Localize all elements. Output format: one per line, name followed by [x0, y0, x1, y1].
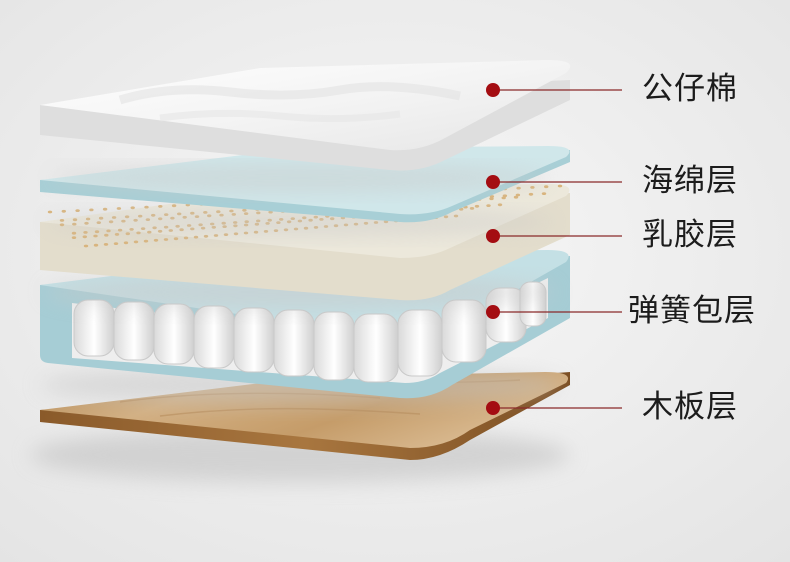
- marker-spring: [486, 305, 500, 319]
- latex-hole: [47, 210, 53, 214]
- latex-hole: [489, 195, 495, 198]
- latex-hole: [93, 234, 98, 238]
- latex-hole: [544, 185, 549, 189]
- latex-hole: [203, 234, 209, 238]
- latex-hole: [501, 196, 506, 200]
- latex-hole: [93, 243, 99, 247]
- latex-hole: [153, 238, 159, 242]
- latex-hole: [103, 243, 109, 246]
- latex-hole: [183, 236, 189, 240]
- latex-hole: [102, 207, 108, 211]
- latex-hole: [474, 204, 480, 208]
- latex-hole: [133, 240, 139, 244]
- label-padding: 公仔棉: [642, 71, 738, 107]
- latex-hole: [486, 204, 491, 208]
- latex-hole: [171, 204, 177, 208]
- latex-hole: [113, 242, 119, 246]
- latex-hole: [516, 186, 521, 190]
- latex-hole: [89, 208, 94, 212]
- latex-hole: [143, 239, 149, 243]
- latex-hole: [557, 184, 563, 188]
- latex-hole: [130, 206, 135, 210]
- marker-board: [486, 401, 500, 415]
- marker-latex: [486, 229, 500, 243]
- latex-hole: [61, 209, 66, 213]
- latex-hole: [513, 195, 519, 199]
- latex-hole: [497, 203, 503, 207]
- latex-hole: [163, 238, 169, 241]
- latex-hole: [123, 241, 129, 245]
- label-spring: 弹簧包层: [628, 293, 756, 329]
- leader-lines: [486, 83, 622, 415]
- latex-hole: [82, 235, 88, 239]
- latex-hole: [83, 231, 88, 234]
- marker-sponge: [486, 175, 500, 189]
- latex-hole: [104, 233, 109, 237]
- latex-hole: [173, 237, 179, 241]
- latex-hole: [125, 232, 130, 236]
- latex-hole: [469, 207, 475, 210]
- latex-hole: [144, 205, 149, 209]
- latex-hole: [530, 186, 535, 189]
- latex-hole: [116, 207, 122, 210]
- latex-hole: [528, 192, 534, 196]
- latex-hole: [515, 193, 521, 197]
- label-sponge: 海绵层: [642, 163, 738, 199]
- latex-hole: [489, 197, 494, 201]
- latex-hole: [75, 209, 80, 213]
- spring-coils: [73, 281, 547, 383]
- label-latex: 乳胶层: [642, 217, 738, 253]
- latex-hole: [83, 244, 89, 248]
- latex-hole: [94, 230, 100, 234]
- latex-hole: [114, 233, 120, 236]
- latex-hole: [158, 205, 163, 208]
- marker-padding: [486, 83, 500, 97]
- latex-hole: [541, 192, 547, 196]
- label-board: 木板层: [642, 389, 738, 425]
- padding-layer: [40, 60, 571, 192]
- latex-hole: [193, 235, 199, 239]
- latex-hole: [71, 236, 77, 240]
- latex-hole: [502, 194, 508, 198]
- latex-hole: [71, 231, 77, 235]
